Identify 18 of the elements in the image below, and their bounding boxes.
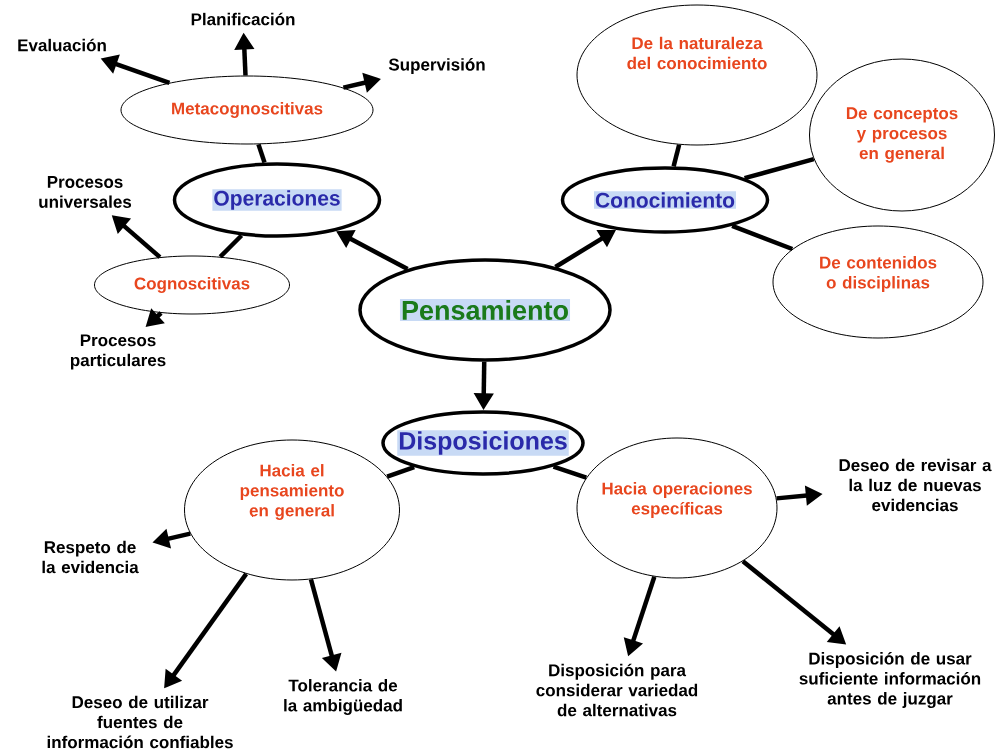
item-label: Disposición de usar suficiente información antes de juzgar — [799, 651, 981, 709]
item-label: Evaluación — [18, 38, 106, 52]
connector-line — [671, 144, 682, 167]
connector-line — [256, 143, 267, 164]
item-label: Respeto de la evidencia — [42, 540, 139, 574]
item-label: Planificación — [191, 12, 295, 26]
connector-line — [731, 223, 794, 252]
connector-line — [743, 157, 815, 181]
item-label: Procesos universales — [39, 176, 132, 208]
item-label: Procesos particulares — [70, 334, 166, 370]
item-label: Deseo de utilizar fuentes de información confiables — [47, 695, 233, 749]
item-label: Tolerancia de la ambigüedad — [284, 679, 402, 715]
connector-line — [386, 465, 415, 479]
item-label: Disposición para considerar variedad de alternativas — [536, 663, 698, 717]
item-label: Supervisión — [388, 58, 485, 74]
connector-line — [218, 233, 244, 259]
connector-line — [552, 464, 588, 480]
item-label: Deseo de revisar a la luz de nuevas evidencias — [839, 458, 992, 512]
